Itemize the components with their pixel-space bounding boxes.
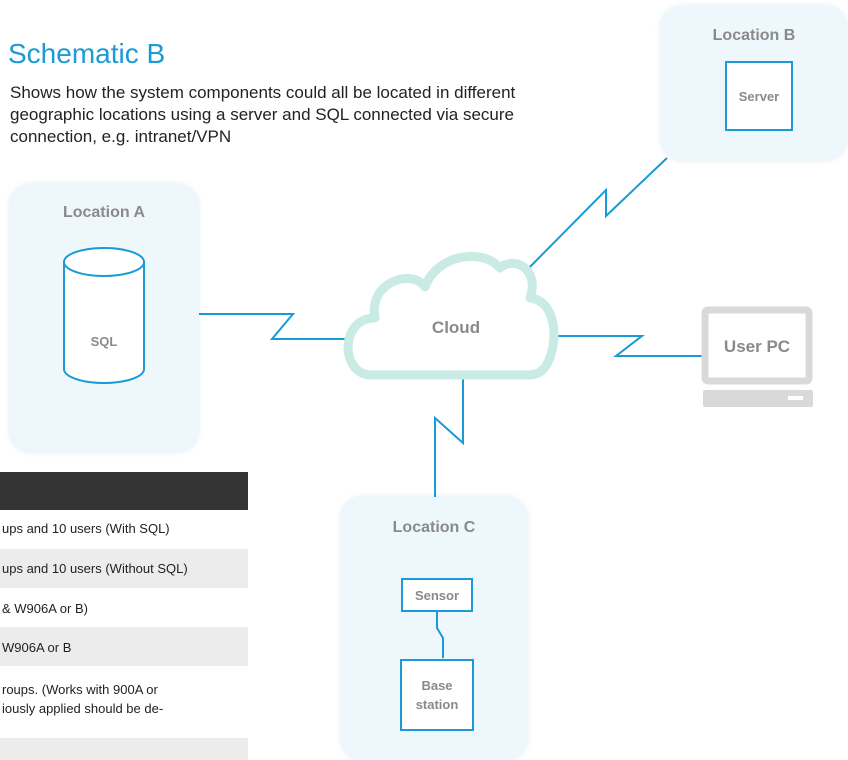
base-station-label: Base station [416, 676, 459, 714]
link-a-cloud [199, 313, 356, 340]
server-node: Server [725, 61, 793, 131]
sensor-label: Sensor [414, 587, 460, 603]
table-cell: ups and 10 users (With SQL) [2, 521, 170, 536]
link-cloud-user-pc [548, 335, 703, 357]
cloud-icon [343, 251, 559, 380]
database-icon [63, 247, 145, 384]
table-cell: ups and 10 users (Without SQL) [2, 561, 188, 576]
user-pc-label: User PC [724, 337, 790, 356]
table-row: ups and 10 users (With SQL) [0, 510, 248, 549]
table-cell: & W906A or B) [2, 601, 88, 616]
table-row: roups. (Works with 900A or iously applie… [0, 666, 248, 738]
base-station-label-line1: Base [421, 678, 453, 693]
page-title: Schematic B [8, 38, 166, 69]
link-sensor-base [436, 612, 444, 658]
table-cell: W906A or B [2, 640, 72, 655]
user-pc-icon [701, 306, 813, 407]
table-header [0, 472, 248, 510]
location-c-label: Location C [392, 519, 476, 536]
base-station-node: Base station [400, 659, 474, 731]
cloud-label: Cloud [432, 318, 480, 337]
page-description: Shows how the system components could al… [10, 83, 516, 146]
table-cell: roups. (Works with 900A or [2, 682, 158, 697]
sensor-node: Sensor [401, 578, 473, 612]
location-b-label: Location B [712, 27, 796, 44]
link-cloud-c [434, 370, 464, 497]
table-row: & W906A or B) [0, 588, 248, 627]
server-label: Server [738, 88, 780, 104]
location-b-box: Location B Server [661, 6, 847, 160]
table-row: ups and 10 users (Without SQL) [0, 549, 248, 588]
table-cell: iously applied should be de- [2, 701, 164, 716]
base-station-label-line2: station [415, 697, 459, 712]
location-c-box: Location C Sensor Base station [341, 497, 527, 760]
table-row: W906A or B [0, 627, 248, 666]
location-a-label: Location A [62, 204, 146, 221]
link-cloud-b [518, 157, 668, 279]
table-row [0, 738, 248, 760]
sql-label: SQL [91, 334, 118, 349]
